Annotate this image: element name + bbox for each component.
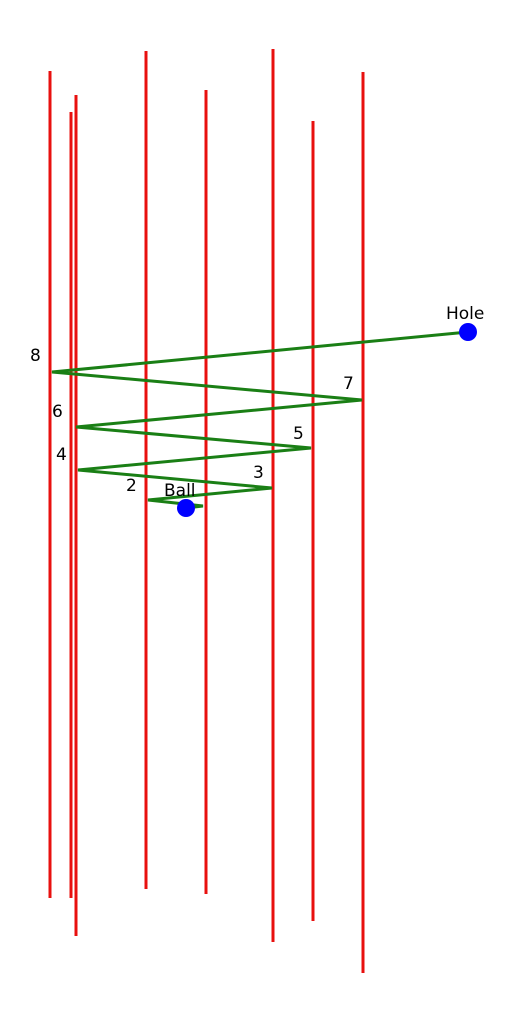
bounce-label: 5 [293,424,304,444]
bounce-label: 7 [343,374,354,394]
bounce-label: 4 [56,445,67,465]
ball[interactable] [177,499,195,517]
bounce-label: 8 [30,346,41,366]
hole-label: Hole [446,304,484,324]
bounce-label: 2 [126,476,137,496]
ball-label: Ball [164,481,196,501]
bounce-label: 3 [253,463,264,483]
hole [459,323,477,341]
shot-path [51,330,469,510]
bounce-label: 6 [52,402,63,422]
walls [48,49,365,973]
